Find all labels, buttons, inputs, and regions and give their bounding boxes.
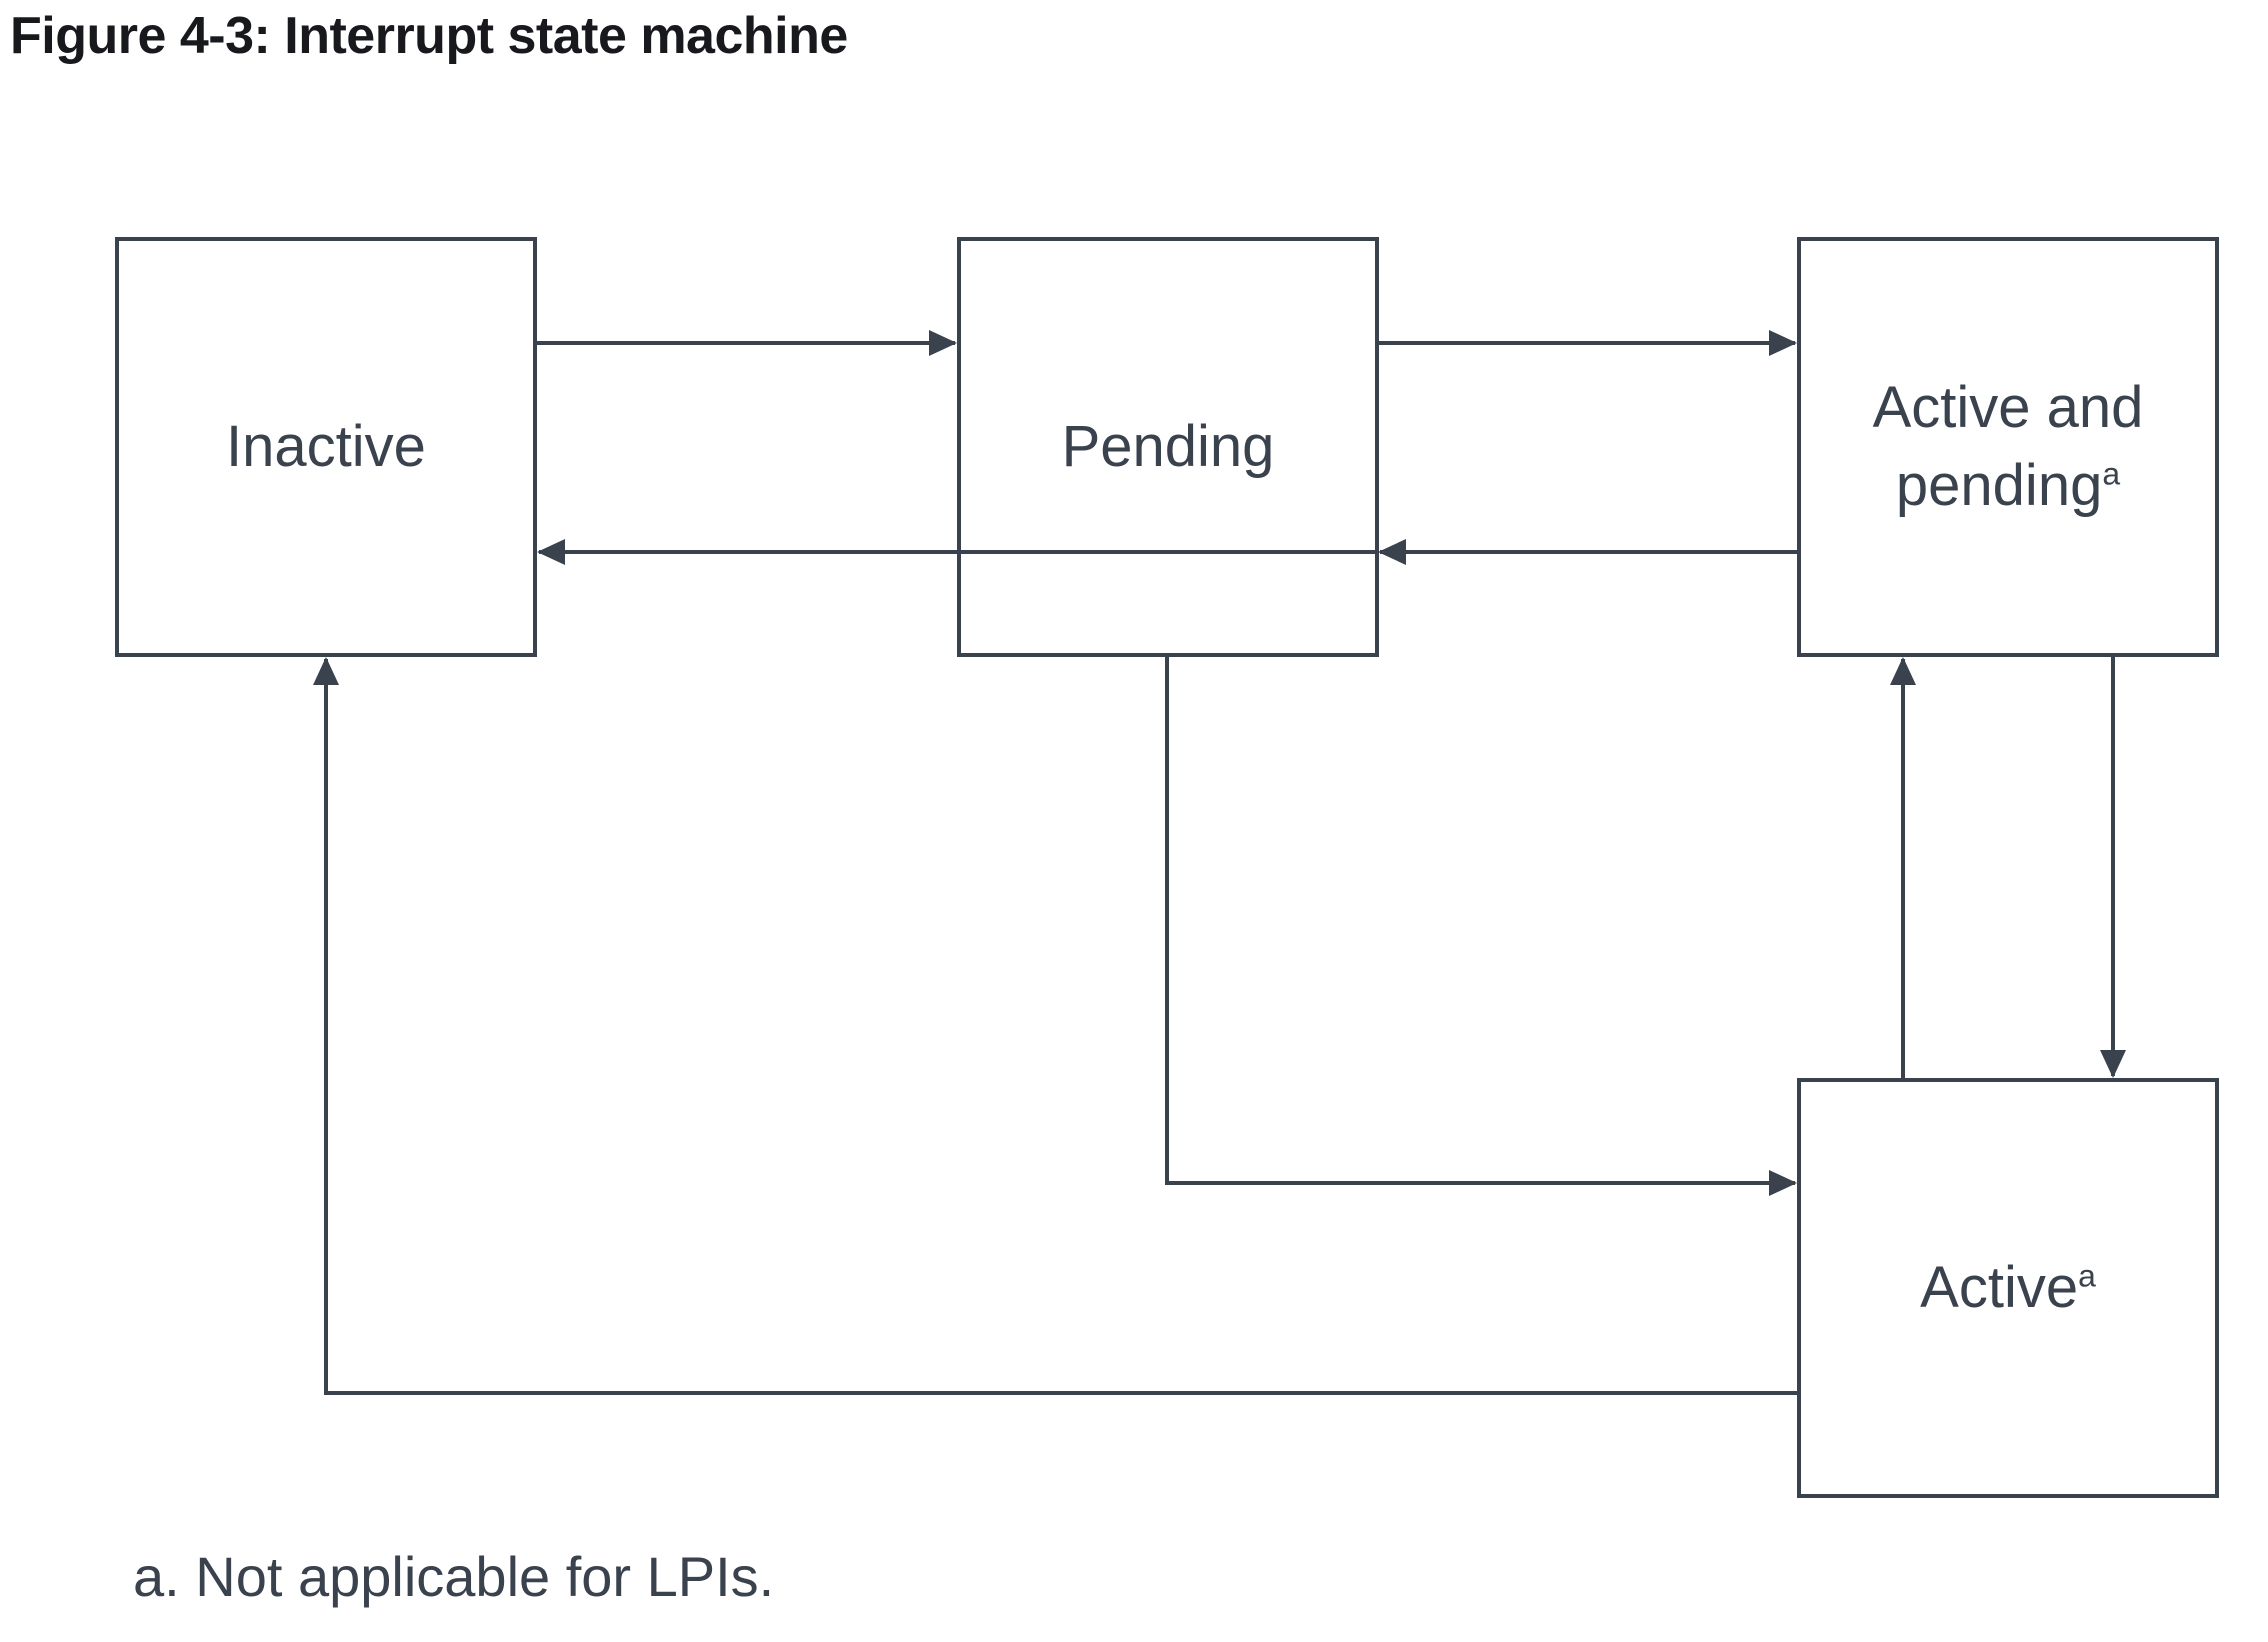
state-label-inactive: Inactive [226,413,426,479]
state-label-active: Activea [1920,1254,2096,1320]
state-box-inactive: Inactive [115,237,537,657]
state-label-pending: Pending [1061,413,1275,479]
footnote-marker-superscript: a [2078,1257,2096,1294]
figure-footnote: a. Not applicable for LPIs. [133,1545,775,1608]
arrow-pending-to-active [1165,657,1797,1196]
state-label-active-and-pending: Active and pendinga [1872,374,2144,518]
state-box-active: Activea [1797,1078,2219,1498]
footnote-marker-superscript: a [2102,455,2121,492]
state-box-pending: Pending [957,237,1379,657]
arrow-active-to-inactive [313,657,1797,1395]
figure-title: Figure 4-3: Interrupt state machine [10,7,848,65]
state-box-active-and-pending: Active and pendinga [1797,237,2219,657]
